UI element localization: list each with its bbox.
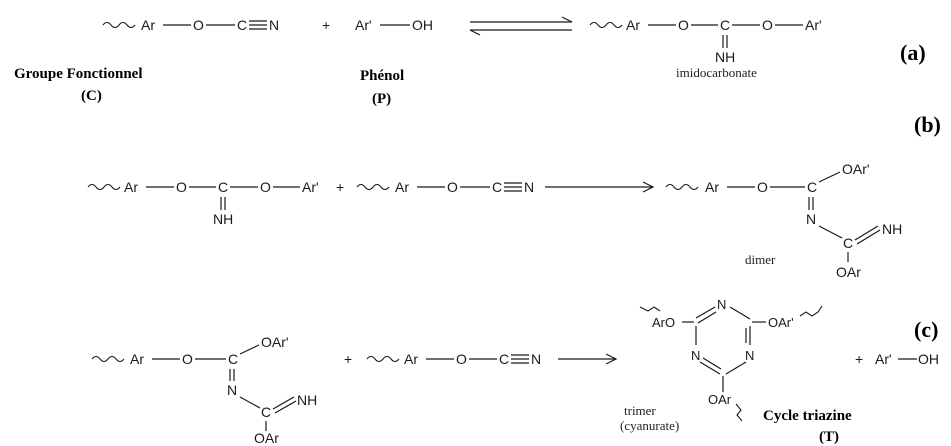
nitrogen-atom: N — [717, 297, 726, 312]
oxygen-atom: O — [762, 17, 773, 33]
oxygen-atom: O — [456, 351, 467, 367]
carbon-atom: C — [237, 17, 247, 33]
polymer-chain-icon — [799, 305, 823, 317]
single-bond — [239, 396, 261, 409]
oxygen-atom: O — [260, 179, 271, 195]
carbon-atom: C — [807, 179, 817, 195]
reaction-tag-b: (b) — [914, 112, 941, 137]
reaction-tag-a: (a) — [900, 40, 926, 65]
imine-group: NH — [213, 211, 233, 227]
reaction-arrow-icon — [545, 181, 655, 193]
imine-group: NH — [882, 221, 902, 237]
label-triazine-code: (T) — [819, 429, 839, 445]
oxygen-atom: O — [757, 179, 768, 195]
polymer-chain-icon — [91, 355, 125, 363]
ring-bond — [702, 357, 722, 370]
polymer-chain-icon — [356, 183, 390, 191]
plus-sign: + — [336, 179, 344, 195]
nitrogen-atom: N — [531, 351, 541, 367]
label-phenol: Phénol — [360, 68, 404, 84]
carbon-atom: C — [720, 17, 730, 33]
double-bond — [274, 400, 297, 414]
polymer-chain-icon — [639, 306, 661, 312]
polymer-chain-icon — [735, 403, 743, 422]
aryl-group: Ar — [130, 351, 144, 367]
nitrogen-atom: N — [806, 211, 816, 227]
aryloxy-group: OAr — [836, 264, 861, 280]
aryloxy-prime-group: OAr' — [768, 315, 794, 330]
label-functional-group: Groupe Fonctionnel — [14, 66, 142, 82]
oxygen-atom: O — [678, 17, 689, 33]
aryl-prime-group: Ar' — [302, 179, 319, 195]
trimer-caption: trimer — [624, 403, 656, 418]
reaction-a: Ar O C N + Ar' OH Ar O C O Ar' NH — [14, 16, 926, 107]
aryl-prime-group: Ar' — [805, 17, 822, 33]
double-bond — [854, 225, 879, 241]
aryl-group: Ar — [124, 179, 138, 195]
aryl-group: Ar — [626, 17, 640, 33]
reaction-c: (c) Ar O C OAr' N C NH OAr + Ar O C N — [91, 297, 939, 446]
label-phenol-code: (P) — [372, 91, 391, 107]
carbon-atom: C — [261, 404, 271, 420]
nitrogen-atom: N — [227, 382, 237, 398]
aryloxy-group: ArO — [652, 315, 675, 330]
plus-sign: + — [322, 17, 330, 33]
oxygen-atom: O — [176, 179, 187, 195]
polymer-chain-icon — [87, 183, 121, 191]
carbon-atom: C — [218, 179, 228, 195]
aryl-group: Ar — [141, 17, 155, 33]
carbon-atom: C — [499, 351, 509, 367]
carbon-atom: C — [492, 179, 502, 195]
reaction-arrow-icon — [558, 353, 618, 365]
equilibrium-arrow-icon — [469, 16, 573, 36]
hydroxyl-group: OH — [412, 17, 433, 33]
ring-bond — [697, 311, 717, 324]
aryl-group: Ar — [705, 179, 719, 195]
aryloxy-group: OAr — [708, 392, 732, 407]
ring-bond — [695, 306, 716, 319]
double-bond — [856, 229, 881, 245]
label-triazine-cycle: Cycle triazine — [763, 408, 852, 424]
label-functional-group-code: (C) — [81, 88, 102, 104]
polymer-chain-icon — [102, 21, 136, 29]
ring-bond — [699, 361, 721, 375]
aryl-group: Ar — [395, 179, 409, 195]
oxygen-atom: O — [182, 351, 193, 367]
polymer-chain-icon — [589, 21, 623, 29]
plus-sign: + — [344, 351, 352, 367]
imine-group: NH — [715, 49, 735, 65]
nitrogen-atom: N — [269, 17, 279, 33]
trimer-caption-sub: (cyanurate) — [620, 418, 679, 433]
ring-bond — [725, 361, 747, 375]
polymer-chain-icon — [366, 355, 400, 363]
nitrogen-atom: N — [745, 348, 754, 363]
carbon-atom: C — [843, 235, 853, 251]
reaction-tag-c: (c) — [914, 317, 938, 342]
reaction-b: (b) Ar O C O Ar' NH + Ar O C N Ar — [87, 112, 941, 280]
aryloxy-prime-group: OAr' — [261, 334, 289, 350]
single-bond — [239, 344, 260, 355]
carbon-atom: C — [228, 351, 238, 367]
oxygen-atom: O — [193, 17, 204, 33]
single-bond — [818, 171, 841, 183]
double-bond — [272, 396, 295, 410]
hydroxyl-group: OH — [918, 351, 939, 367]
polymer-chain-icon — [665, 183, 699, 191]
nitrogen-atom: N — [691, 348, 700, 363]
imine-group: NH — [297, 392, 317, 408]
nitrogen-atom: N — [524, 179, 534, 195]
aryl-prime-group: Ar' — [875, 351, 892, 367]
aryl-group: Ar — [404, 351, 418, 367]
plus-sign: + — [855, 351, 863, 367]
product-caption: dimer — [745, 252, 776, 267]
aryloxy-prime-group: OAr' — [842, 161, 870, 177]
aryl-prime-group: Ar' — [355, 17, 372, 33]
oxygen-atom: O — [447, 179, 458, 195]
product-caption: imidocarbonate — [676, 65, 757, 80]
aryloxy-group: OAr — [254, 430, 279, 446]
single-bond — [818, 225, 843, 239]
ring-bond — [729, 306, 751, 320]
